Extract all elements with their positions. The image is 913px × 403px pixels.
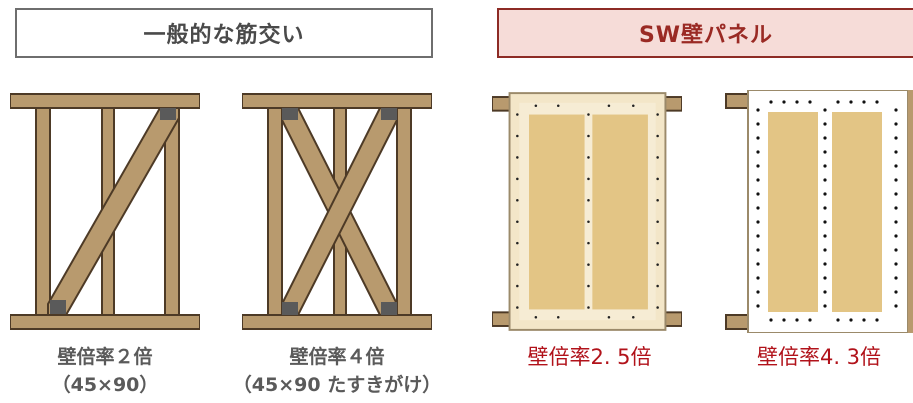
header-sw-panel: SW壁パネル	[497, 8, 913, 58]
caption-cross-brace-ratio: 壁倍率４倍	[289, 346, 385, 368]
caption-sw-2-5: 壁倍率2. 5倍	[527, 345, 652, 369]
caption-cross-brace-size: （45×90 たすきがけ）	[232, 374, 442, 396]
panel-sw-4-3	[725, 90, 913, 333]
caption-cross-brace: 壁倍率４倍 （45×90 たすきがけ）	[210, 343, 464, 399]
panel-single-brace	[10, 93, 200, 330]
caption-single-brace: 壁倍率２倍 （45×90）	[10, 343, 200, 399]
panel-cross-brace	[242, 93, 432, 330]
caption-sw-4-3: 壁倍率4. 3倍	[756, 345, 882, 369]
caption-single-brace-ratio: 壁倍率２倍	[57, 346, 153, 368]
caption-single-brace-size: （45×90）	[51, 374, 159, 396]
header-general-brace: 一般的な筋交い	[15, 8, 433, 58]
panel-sw-2-5	[492, 92, 682, 331]
